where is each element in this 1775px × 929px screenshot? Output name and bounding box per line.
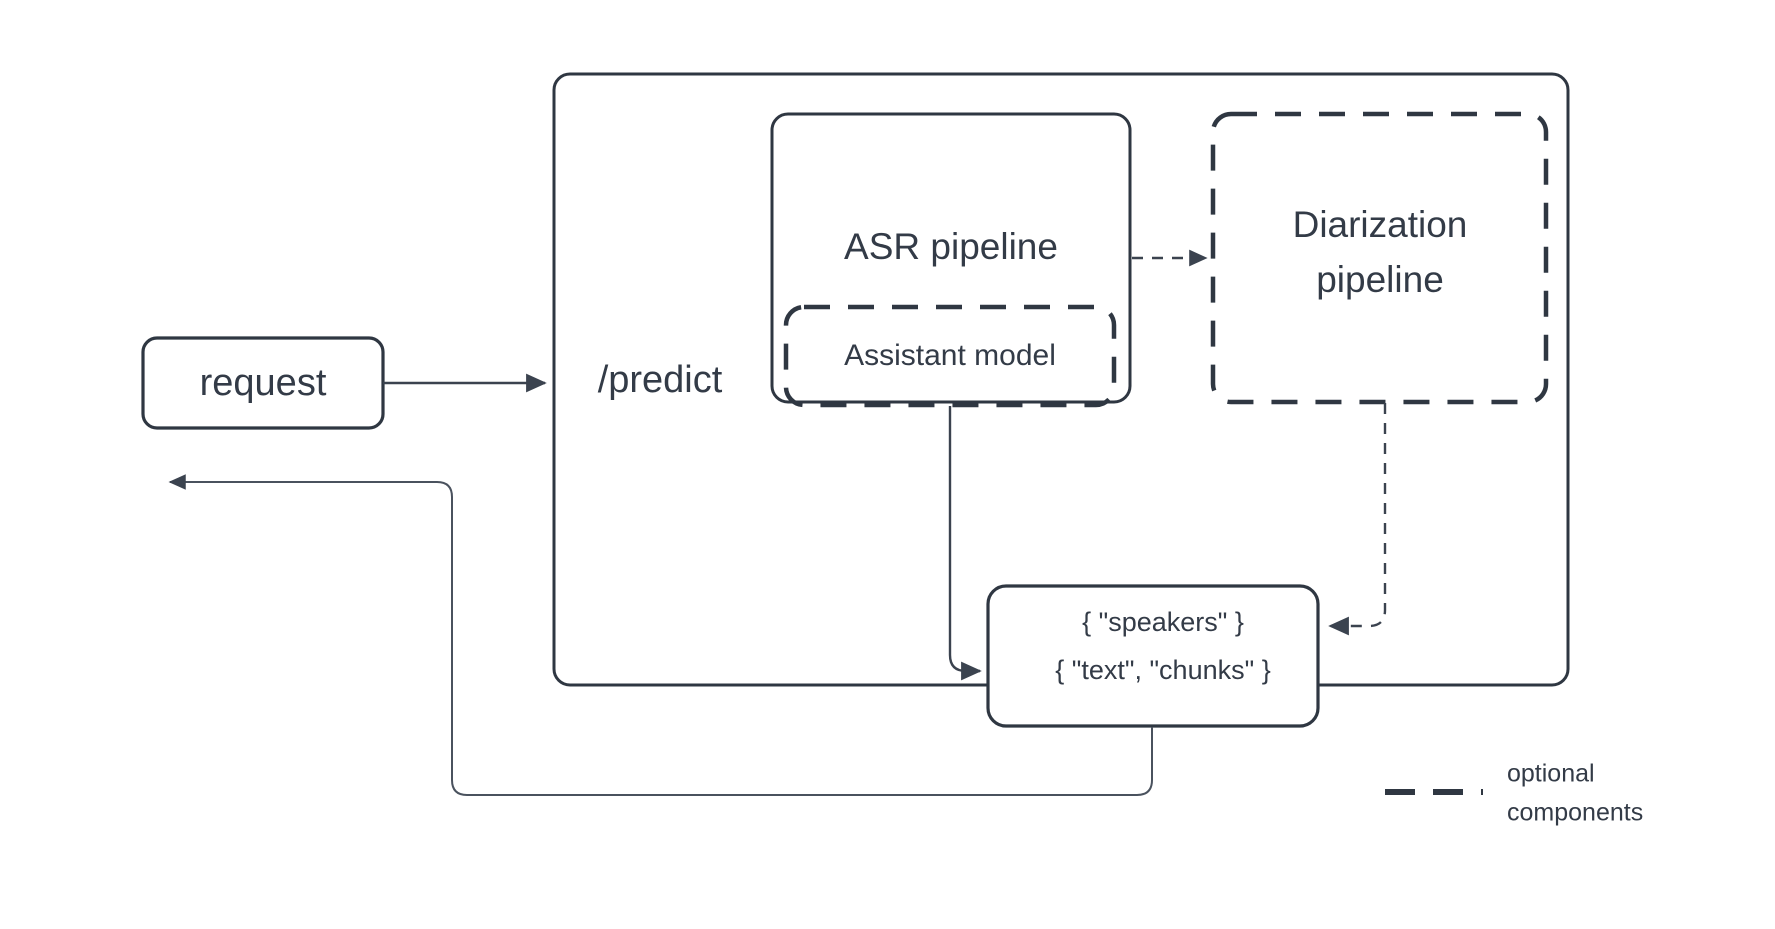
edge-output-to-response [168,474,1153,796]
assistant-model-label: Assistant model [844,339,1056,372]
predict-label: /predict [598,359,723,401]
asr-pipeline-box[interactable]: ASR pipeline [770,112,1132,404]
diarization-pipeline-label-line1: Diarization [1293,204,1468,245]
output-box-outline [986,584,1320,728]
asr-pipeline-outline [770,112,1132,404]
diarization-pipeline-label-line2: pipeline [1316,259,1444,300]
diarization-pipeline-box[interactable]: Diarization pipeline [1210,111,1549,405]
diarization-pipeline-outline [1210,111,1549,405]
output-text-chunks-label: { "text", "chunks" } [1055,655,1270,685]
assistant-model-box[interactable]: Assistant model [783,304,1117,408]
asr-pipeline-label: ASR pipeline [844,226,1058,267]
request-label: request [200,362,327,404]
legend-label-line2: components [1507,799,1643,827]
output-payload-box[interactable]: { "speakers" } { "text", "chunks" } [986,584,1320,728]
legend-label-line1: optional [1507,760,1595,788]
edge-diarization-to-speakers [1328,403,1387,636]
legend: optional components [1385,760,1643,827]
edge-asr-to-text-chunks [948,406,982,681]
output-speakers-label: { "speakers" } [1082,607,1244,637]
request-box[interactable]: request [141,336,385,430]
assistant-model-outline [783,304,1117,408]
